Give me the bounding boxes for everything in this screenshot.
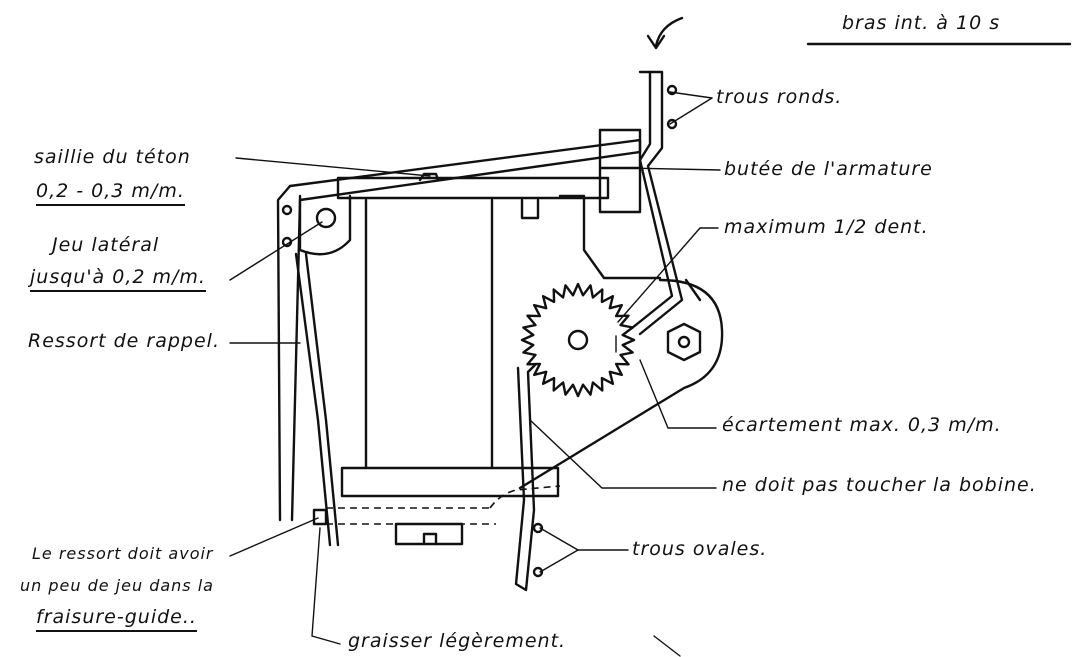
frame xyxy=(518,278,724,490)
leader-lines xyxy=(229,91,721,657)
label-saillie-value: 0,2 - 0,3 m/m. xyxy=(36,182,185,206)
ratchet-wheel xyxy=(520,282,636,398)
label-ne-doit: ne doit pas toucher la bobine. xyxy=(722,474,1037,496)
return-spring xyxy=(294,252,340,547)
label-saillie: saillie du téton xyxy=(34,146,191,168)
label-top-right: bras int. à 10 s xyxy=(842,12,1001,34)
armature-plate xyxy=(276,138,642,522)
lower-plate xyxy=(312,485,561,546)
label-le-ressort-3: fraisure-guide.. xyxy=(36,608,197,632)
label-le-ressort-2: un peu de jeu dans la xyxy=(20,576,214,595)
upper-spring xyxy=(630,70,684,336)
label-jeu-value: jusqu'à 0,2 m/m. xyxy=(30,268,206,292)
label-maximum: maximum 1/2 dent. xyxy=(724,216,929,238)
label-trous-ovales: trous ovales. xyxy=(632,538,768,560)
label-graisser: graisser légèrement. xyxy=(348,630,567,652)
top-arrow xyxy=(646,16,684,50)
label-le-ressort-1: Le ressort doit avoir xyxy=(32,544,214,563)
label-ressort: Ressort de rappel. xyxy=(28,330,220,352)
label-butee: butée de l'armature xyxy=(724,158,933,180)
coil xyxy=(340,198,560,498)
label-ecartement: écartement max. 0,3 m/m. xyxy=(722,414,1002,436)
lower-spring xyxy=(514,362,544,592)
label-jeu-lateral: Jeu latéral xyxy=(52,234,160,256)
hex-nut xyxy=(666,322,702,362)
label-trous-ronds: trous ronds. xyxy=(716,86,843,108)
